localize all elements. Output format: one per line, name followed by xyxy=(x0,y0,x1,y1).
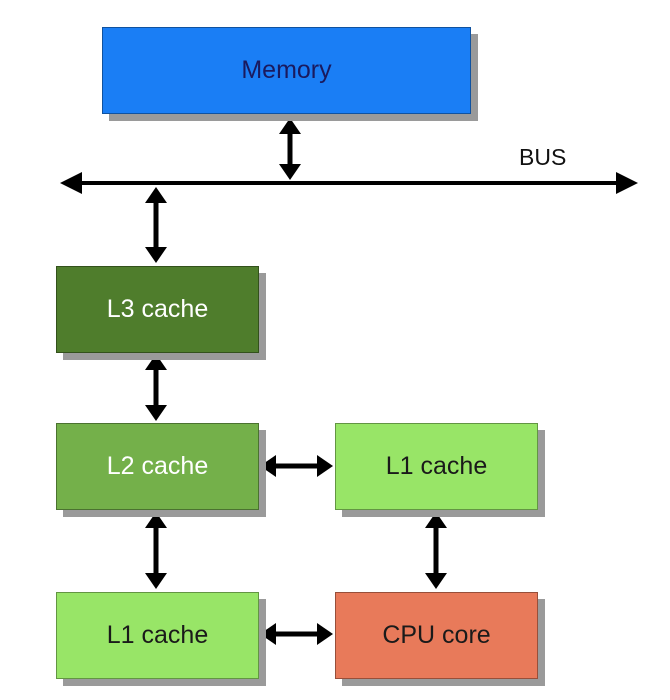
cpu-core-node: CPU core xyxy=(335,592,538,679)
l2-cache-node: L2 cache xyxy=(56,423,259,510)
l3-cache-label: L3 cache xyxy=(106,295,209,323)
cpu-core-label: CPU core xyxy=(382,621,491,649)
arrow-memory-bus xyxy=(279,118,301,180)
l3-cache-node: L3 cache xyxy=(56,266,259,353)
arrow-bus-l3 xyxy=(145,187,167,263)
arrow-l1-right-cpu xyxy=(425,512,447,589)
arrow-l2-l1-bottom xyxy=(145,512,167,589)
memory-node: Memory xyxy=(102,27,471,114)
l2-cache-label: L2 cache xyxy=(106,452,209,480)
arrow-l3-l2 xyxy=(145,354,167,421)
bus-label: BUS xyxy=(519,144,567,170)
l1-cache-node-bottom: L1 cache xyxy=(56,592,259,679)
l1-cache-label-right: L1 cache xyxy=(385,452,488,480)
arrow-l1-bottom-cpu xyxy=(260,623,333,645)
bus-line xyxy=(60,172,638,194)
l1-cache-node-right: L1 cache xyxy=(335,423,538,510)
l1-cache-label-bottom: L1 cache xyxy=(106,621,209,649)
arrow-l2-l1-right xyxy=(260,455,333,477)
memory-label: Memory xyxy=(241,56,332,84)
